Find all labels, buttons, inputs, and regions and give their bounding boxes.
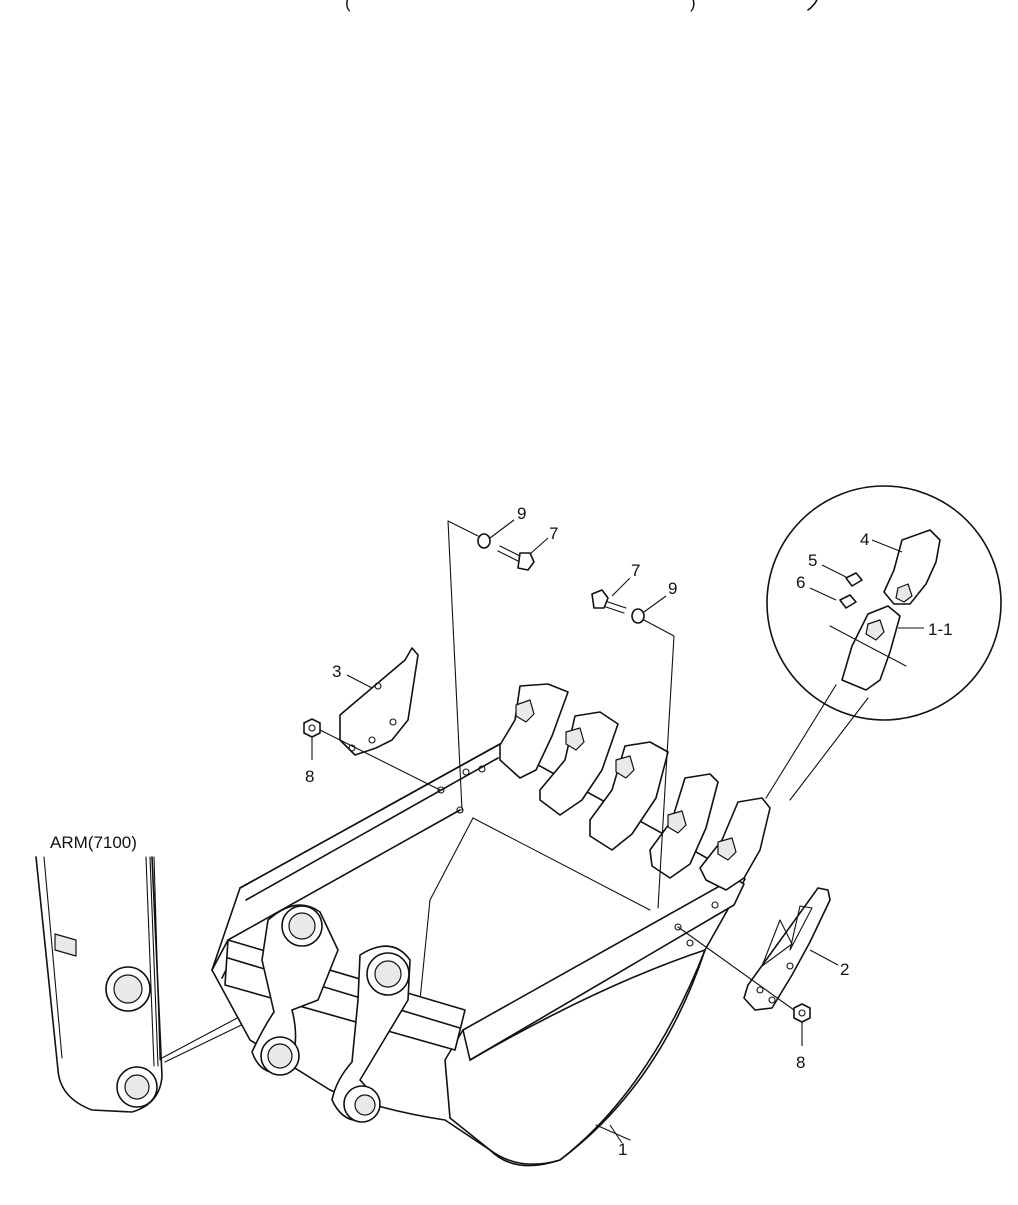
arm-7100: ARM(7100) [35, 833, 163, 1113]
side-cutter-left [339, 647, 419, 756]
top-caption-right: ) [690, 0, 696, 12]
tooth-1 [499, 683, 569, 779]
bolt-7-right [591, 589, 627, 614]
arm-label: ARM(7100) [50, 833, 137, 852]
bucket-teeth [499, 683, 771, 891]
callout-1: 1 [618, 1140, 627, 1159]
callout-7-left: 7 [549, 524, 558, 543]
bucket-body [211, 743, 746, 1167]
leader-1 [609, 1124, 623, 1144]
callout-4: 4 [860, 530, 869, 549]
tooth-detail-callout [765, 485, 1002, 801]
leader-7-right [611, 577, 631, 597]
leader-5 [821, 564, 847, 578]
nut-8-left-leader [319, 729, 441, 791]
washer-9-left [477, 533, 491, 549]
leader-2 [809, 949, 839, 966]
side-cutter-right [743, 887, 831, 1011]
leader-3 [346, 674, 373, 689]
nut-8-right [793, 1003, 811, 1023]
callout-2: 2 [840, 960, 849, 979]
washer-9-right [631, 608, 645, 624]
leader-6 [809, 587, 837, 601]
assembly-line-right [643, 619, 675, 909]
bolt-7-left [497, 545, 535, 571]
callout-3: 3 [332, 662, 341, 681]
callout-5: 5 [808, 551, 817, 570]
callout-9-left: 9 [517, 504, 526, 523]
leader-9-right [643, 595, 667, 613]
nut-8-left [303, 718, 321, 738]
nut-8-right-leader [677, 926, 795, 1011]
top-caption-left: ( [345, 0, 351, 12]
leader-7-left [529, 537, 549, 555]
callout-8-right: 8 [796, 1053, 805, 1072]
tooth-5 [699, 797, 771, 891]
assembly-line-left-top [447, 520, 479, 537]
assembly-line-left [447, 520, 463, 811]
arm-grease-plug [54, 933, 77, 957]
callout-9-right: 9 [668, 579, 677, 598]
callout-1-1: 1-1 [928, 620, 953, 639]
leader-4 [871, 539, 903, 553]
callout-7-right: 7 [631, 561, 640, 580]
top-caption-fragment [807, 0, 818, 11]
leader-9-left [489, 519, 515, 539]
bucket-leader [595, 1124, 631, 1141]
callout-8-left: 8 [305, 767, 314, 786]
callout-6: 6 [796, 573, 805, 592]
